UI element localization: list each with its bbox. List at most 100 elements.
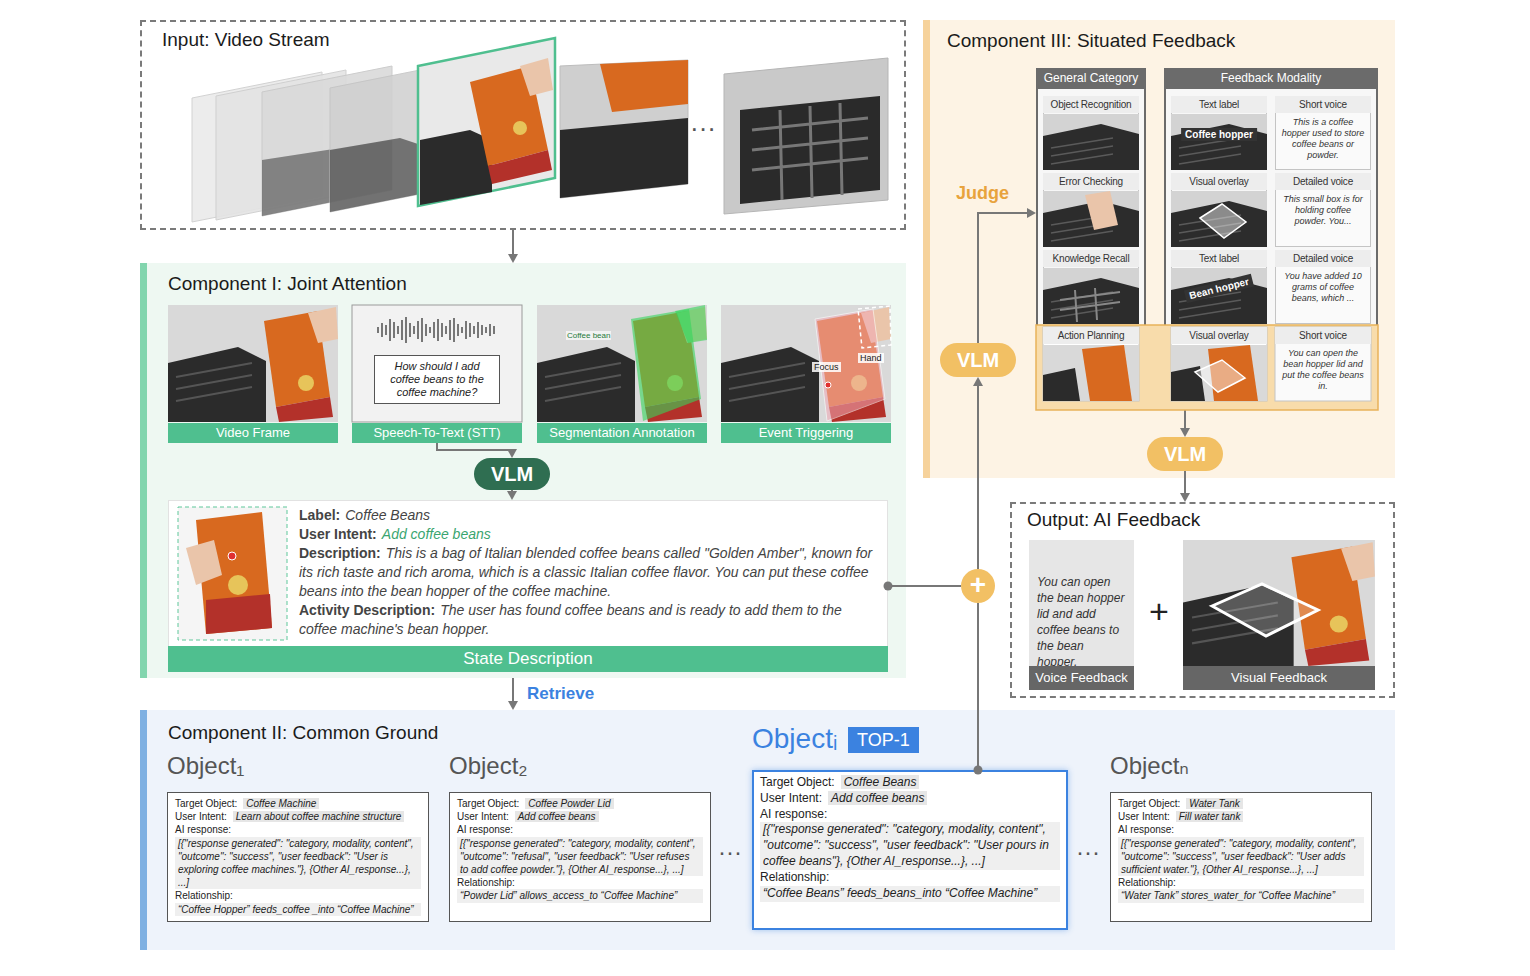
- machine: [740, 96, 880, 204]
- state-value: Coffee Beans: [345, 507, 430, 523]
- field-value: [{"response generated": "category, modal…: [760, 822, 1060, 869]
- current-frame: [418, 38, 555, 206]
- bag-seal: [513, 121, 527, 135]
- cell-node: Visual overlay: [1171, 173, 1267, 247]
- bag-bottom: [488, 150, 552, 184]
- state-key: Label:: [299, 507, 340, 523]
- tile-node: Event Triggering: [721, 305, 891, 443]
- cell-node: Visual overlay: [1171, 327, 1267, 401]
- column-header: General Category: [1036, 68, 1146, 89]
- panel-title: Component I: Joint Attention: [168, 273, 407, 295]
- field-value: “Coffee Beans” feeds_beans_into “Coffee …: [760, 886, 1060, 902]
- tile-caption: Speech-To-Text (STT): [352, 423, 522, 443]
- field-value: [{"response generated": "category, modal…: [175, 837, 421, 890]
- field-key: AI response:: [760, 807, 827, 821]
- field-key: AI response:: [457, 824, 513, 835]
- connector-line: [512, 230, 514, 255]
- field-value: Add coffee beans: [515, 811, 599, 822]
- tile-node: Segmentation Annotation: [537, 305, 707, 443]
- edge-label: Judge: [954, 183, 1011, 204]
- field-key: AI response:: [175, 824, 231, 835]
- cell-node: Short voiceThis is a coffee hopper used …: [1275, 96, 1371, 170]
- field-key: User Intent:: [175, 811, 227, 822]
- field-key: Target Object:: [457, 798, 519, 809]
- object-field: AI response:[{"response generated": "cat…: [760, 807, 1060, 870]
- state-node: Label:Coffee BeansUser Intent:Add coffee…: [168, 500, 888, 672]
- object-heading: Object₁: [167, 752, 244, 781]
- panel-title: Input: Video Stream: [162, 29, 330, 51]
- connector: [508, 230, 518, 263]
- state-key: Activity Description:: [299, 602, 435, 618]
- object-field: User Intent:Add coffee beans: [457, 810, 703, 823]
- edge-label: Retrieve: [525, 684, 596, 704]
- field-value: Coffee Powder Lid: [525, 798, 613, 809]
- cell-node: Action Planning: [1043, 327, 1139, 401]
- cell-node: Knowledge Recall: [1043, 250, 1139, 324]
- connector-line: [512, 678, 514, 702]
- frame: [262, 66, 392, 216]
- cell-label: Visual overlay: [1171, 327, 1267, 344]
- object-field: Target Object:Water Tank: [1118, 797, 1364, 810]
- object-heading: Objectₙ: [1110, 752, 1189, 781]
- card-node: Visual Feedback: [1183, 540, 1375, 690]
- field-key: AI response:: [1118, 824, 1174, 835]
- field-value: “Water Tank” stores_water_for “Coffee Ma…: [1118, 889, 1364, 902]
- object-field: User Intent:Add coffee beans: [760, 791, 1060, 807]
- free-label: ···: [690, 114, 716, 144]
- object-field: User Intent: Learn about coffee machine s…: [175, 810, 421, 823]
- voice-text: This small box is for holding coffee pow…: [1278, 194, 1368, 227]
- field-value: “Coffee Hopper” feeds_coffee _into “Coff…: [175, 903, 421, 916]
- object-field: Relationship: “Coffee Beans” feeds_beans_…: [760, 870, 1060, 902]
- cell-node: Error Checking: [1043, 173, 1139, 247]
- state-bar: State Description: [168, 646, 888, 672]
- overlay-shape: [1212, 584, 1318, 636]
- video-frames: [192, 38, 888, 222]
- tile-node: How should I add coffee beans to the cof…: [352, 305, 522, 443]
- cell-label: Text label: [1171, 250, 1267, 267]
- field-key: Relationship:: [175, 890, 233, 901]
- cell-node: Text labelCoffee hopper: [1171, 96, 1267, 170]
- field-value: Fill water tank: [1176, 811, 1244, 822]
- frame: [192, 72, 322, 222]
- field-value: Add coffee beans: [828, 791, 927, 805]
- arrowhead: [508, 701, 518, 710]
- state-value: Add coffee beans: [382, 526, 491, 542]
- free-label: +: [1149, 592, 1169, 631]
- cell-label: Object Recognition: [1043, 96, 1139, 113]
- speech-text: How should I add coffee beans to the cof…: [374, 355, 500, 404]
- free-label: ···: [1076, 838, 1100, 866]
- field-value: Coffee Machine: [243, 798, 319, 809]
- panel-node: Component I: Joint AttentionVideo Frame H…: [140, 263, 906, 678]
- cell-label: Detailed voice: [1275, 173, 1371, 190]
- field-key: Relationship:: [760, 870, 829, 884]
- cell-node: Text labelBean hopper: [1171, 250, 1267, 324]
- object-field: AI response:[{"response generated": "cat…: [457, 823, 703, 876]
- cell-label: Detailed voice: [1275, 250, 1371, 267]
- cell-label: Short voice: [1275, 327, 1371, 344]
- tile-node: Video Frame: [168, 305, 338, 443]
- cell-node: Detailed voiceThis small box is for hold…: [1275, 173, 1371, 247]
- field-value: Coffee Beans: [841, 775, 920, 789]
- panel-node: Component III: Situated FeedbackGeneral …: [923, 20, 1395, 478]
- panel-title: Component III: Situated Feedback: [947, 30, 1235, 52]
- grill: [752, 103, 868, 200]
- arrowhead: [1180, 493, 1190, 502]
- pill-text: VLM: [474, 458, 550, 490]
- object-body: Target Object:Water TankUser Intent:Fill…: [1110, 792, 1372, 909]
- field-value: Learn about coffee machine structure: [233, 811, 405, 822]
- frame: [724, 58, 888, 214]
- tile-caption: Event Triggering: [721, 423, 891, 443]
- cell-label: Text label: [1171, 96, 1267, 113]
- voice-text: You have added 10 grams of coffee beans,…: [1278, 271, 1368, 304]
- object-body: Target Object:Coffee MachineUser Intent:…: [167, 792, 429, 922]
- cell-node: Object Recognition: [1043, 96, 1139, 170]
- cell-node: Short voiceYou can open the bean hopper …: [1275, 327, 1371, 401]
- obj-node: Object₂Target Object:Coffee Powder LidUs…: [449, 792, 711, 922]
- object-field: User Intent:Fill water tank: [1118, 810, 1364, 823]
- overlay-label: Coffee hopper: [1181, 128, 1257, 141]
- state-text: Label:Coffee BeansUser Intent:Add coffee…: [299, 500, 888, 646]
- frame: [560, 60, 688, 198]
- field-key: Relationship:: [457, 877, 515, 888]
- column-node: General CategoryObject RecognitionError …: [1036, 68, 1146, 408]
- obj-node: ObjectᵢTOP-1Target Object:Coffee BeansUs…: [752, 770, 1068, 930]
